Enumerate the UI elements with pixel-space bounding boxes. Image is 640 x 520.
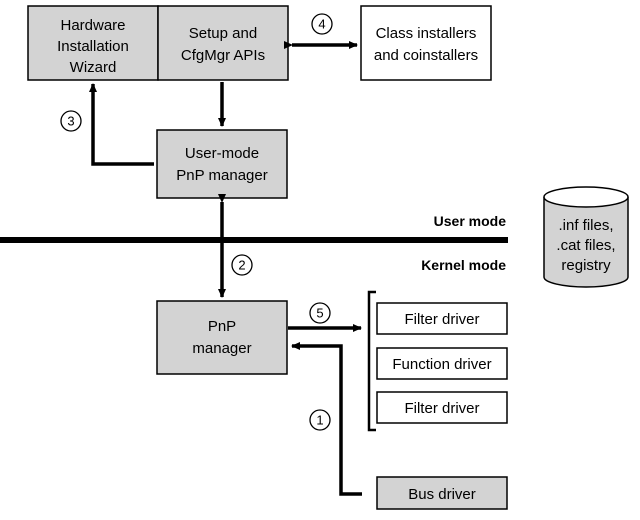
- filter-driver-top-box: Filter driver: [376, 302, 508, 335]
- step-5-badge: 5: [309, 302, 331, 324]
- step-1-number: 1: [316, 413, 323, 428]
- inf-cat-registry-database: .inf files, .cat files, registry: [543, 186, 629, 288]
- user-mode-pnp-label-line-1: User-mode: [185, 145, 259, 162]
- user-mode-label: User mode: [434, 213, 507, 229]
- class-installers-box: Class installers and coinstallers: [360, 5, 492, 81]
- filter-driver-bottom-box: Filter driver: [376, 391, 508, 424]
- user-mode-pnp-manager-box: User-mode PnP manager: [156, 129, 288, 199]
- arrow-bus-driver-to-pnp: [291, 342, 362, 496]
- step-4-badge: 4: [311, 13, 333, 35]
- user-mode-pnp-label-line-2: PnP manager: [176, 167, 267, 184]
- bus-driver-label: Bus driver: [408, 486, 476, 503]
- setup-apis-label-line-1: Setup and: [189, 25, 257, 42]
- filter-driver-bottom-label: Filter driver: [404, 400, 479, 417]
- function-driver-label: Function driver: [392, 356, 491, 373]
- step-3-number: 3: [67, 114, 74, 129]
- class-installers-label-line-2: and coinstallers: [374, 47, 478, 64]
- arrow-user-mode-pnp-to-wizard: [89, 83, 154, 166]
- step-5-number: 5: [316, 306, 323, 321]
- hardware-wizard-label-line-2: Installation: [57, 38, 129, 55]
- step-2-number: 2: [238, 258, 245, 273]
- database-label-line-3: .cat files,: [556, 237, 615, 254]
- setup-cfgmgr-apis-box: Setup and CfgMgr APIs: [157, 5, 289, 81]
- kernel-pnp-manager-box: PnP manager: [156, 300, 288, 375]
- class-installers-label-line-1: Class installers: [376, 25, 477, 42]
- step-1-badge: 1: [309, 409, 331, 431]
- kernel-pnp-label-line-1: PnP: [208, 318, 236, 335]
- hardware-wizard-label-line-1: Hardware: [60, 17, 125, 34]
- hardware-installation-wizard-box: Hardware Installation Wizard: [27, 5, 159, 81]
- step-2-badge: 2: [231, 254, 253, 276]
- kernel-pnp-label-line-2: manager: [192, 340, 251, 357]
- function-driver-box: Function driver: [376, 347, 508, 380]
- database-label-line-4: registry: [561, 257, 611, 274]
- database-label-line-2: .inf files,: [558, 217, 613, 234]
- bus-driver-box: Bus driver: [376, 476, 508, 510]
- hardware-wizard-label-line-3: Wizard: [70, 59, 117, 76]
- filter-driver-top-label: Filter driver: [404, 311, 479, 328]
- step-3-badge: 3: [60, 110, 82, 132]
- kernel-mode-label: Kernel mode: [421, 257, 506, 273]
- setup-apis-label-line-2: CfgMgr APIs: [181, 47, 265, 64]
- driver-stack-bracket: [367, 290, 376, 432]
- step-4-number: 4: [318, 17, 325, 32]
